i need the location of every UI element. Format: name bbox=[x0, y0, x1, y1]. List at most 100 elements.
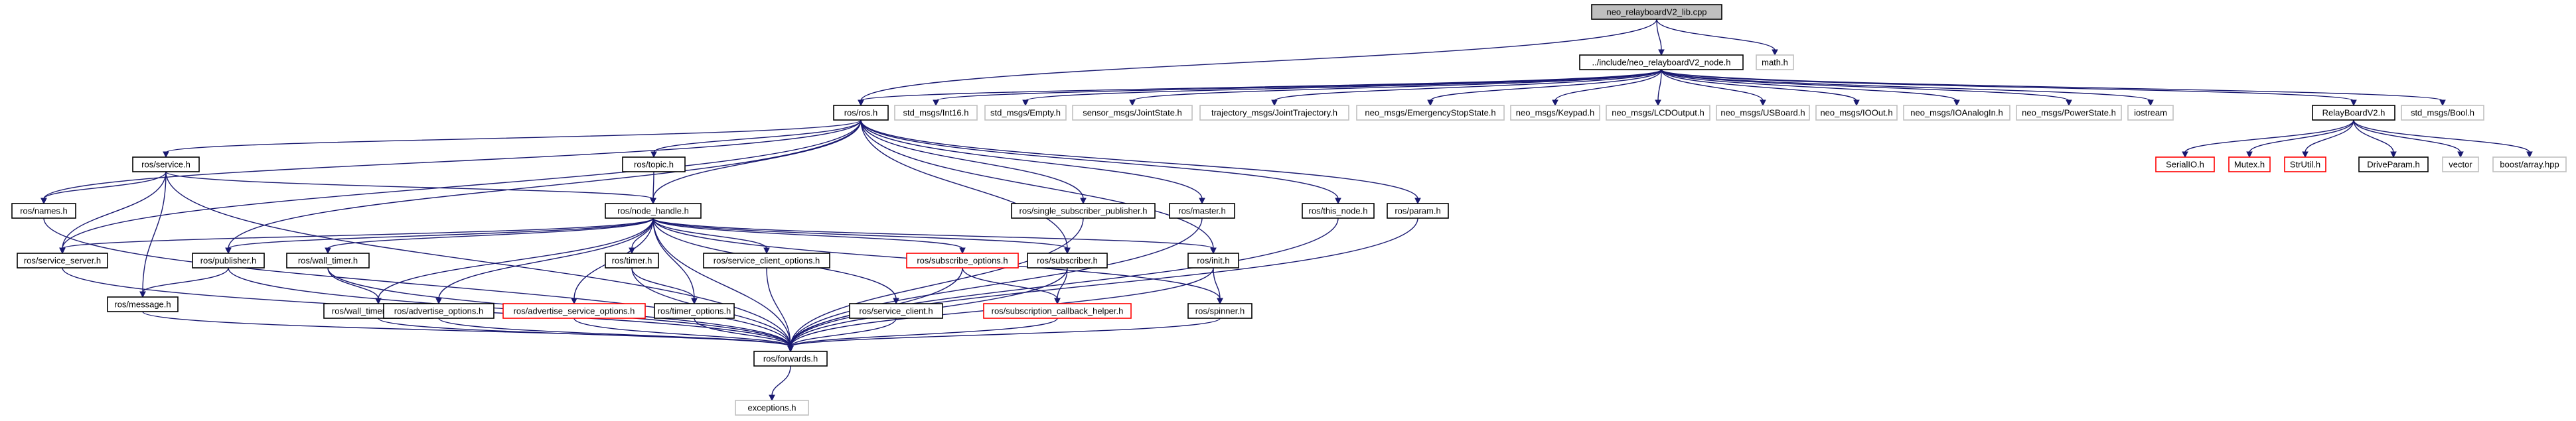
dependency-edge-ros-servserver bbox=[59, 119, 862, 255]
node-label: exceptions.h bbox=[748, 403, 796, 413]
node-box bbox=[1510, 105, 1600, 121]
node-label: ros/forwards.h bbox=[763, 354, 818, 364]
edge-arrowhead bbox=[2350, 99, 2357, 107]
node-master[interactable]: ros/master.h bbox=[1169, 203, 1235, 219]
edge-line bbox=[62, 217, 654, 249]
edge-line bbox=[165, 171, 654, 200]
node-servserver[interactable]: ros/service_server.h bbox=[17, 253, 108, 269]
node-exceptions: exceptions.h bbox=[735, 400, 809, 416]
node-relay_node[interactable]: ../include/neo_relayboardV2_node.h bbox=[1579, 54, 1744, 70]
dependency-edge-relay_node-powerstate bbox=[1661, 69, 2072, 107]
edge-line bbox=[62, 119, 862, 249]
dependency-edge-ros-service bbox=[163, 119, 862, 158]
node-box bbox=[1716, 105, 1810, 121]
node-box bbox=[132, 156, 200, 172]
node-label: math.h bbox=[1762, 58, 1788, 68]
node-serialio[interactable]: SerialIO.h bbox=[2155, 156, 2215, 172]
dependency-edge-relay_node-ioanalog bbox=[1661, 69, 1960, 107]
dependency-edge-nodehandle-publisher bbox=[225, 217, 654, 255]
edge-line bbox=[1661, 69, 2354, 101]
node-box bbox=[605, 203, 702, 219]
edge-line bbox=[1213, 267, 1221, 300]
node-subcb[interactable]: ros/subscription_callback_helper.h bbox=[983, 303, 1132, 319]
node-label: ros/subscription_callback_helper.h bbox=[992, 306, 1124, 316]
node-box bbox=[2401, 105, 2484, 121]
node-service[interactable]: ros/service.h bbox=[132, 156, 200, 172]
node-relayv2[interactable]: RelayBoardV2.h bbox=[2312, 105, 2395, 121]
dependency-edge-ros-ssp bbox=[860, 119, 1087, 205]
edge-arrowhead bbox=[59, 247, 66, 255]
node-servclient[interactable]: ros/service_client.h bbox=[849, 303, 943, 319]
node-box bbox=[703, 253, 830, 269]
dependency-edge-relayv2-driveparam bbox=[2353, 119, 2397, 158]
node-box bbox=[849, 303, 943, 319]
edge-line bbox=[573, 318, 791, 347]
node-box bbox=[1199, 105, 1349, 121]
node-mutex[interactable]: Mutex.h bbox=[2228, 156, 2271, 172]
edge-arrowhead bbox=[2182, 151, 2188, 158]
node-forwards[interactable]: ros/forwards.h bbox=[753, 351, 828, 367]
edge-arrowhead bbox=[2147, 99, 2154, 107]
node-label: ros/spinner.h bbox=[1195, 306, 1245, 316]
dependency-edge-spinner-forwards bbox=[787, 318, 1221, 353]
node-publisher[interactable]: ros/publisher.h bbox=[192, 253, 265, 269]
dependency-edge-nodehandle-walltimer bbox=[325, 217, 654, 255]
node-label: neo_msgs/EmergencyStopState.h bbox=[1365, 108, 1495, 118]
edge-arrowhead bbox=[325, 247, 331, 255]
node-timeropts[interactable]: ros/timer_options.h bbox=[654, 303, 735, 319]
node-label: ros/advertise_service_options.h bbox=[514, 306, 635, 316]
node-box bbox=[1011, 203, 1156, 219]
node-label: neo_msgs/USBoard.h bbox=[1720, 108, 1805, 118]
edge-layer bbox=[40, 19, 2533, 402]
node-names[interactable]: ros/names.h bbox=[11, 203, 76, 219]
dependency-edge-relay_node-iostream bbox=[1661, 69, 2154, 107]
dependency-edge-root-math bbox=[1656, 19, 1778, 56]
node-box bbox=[1302, 203, 1375, 219]
node-box bbox=[17, 253, 108, 269]
node-box bbox=[1591, 4, 1722, 20]
edge-line bbox=[766, 267, 791, 347]
edge-arrowhead bbox=[225, 247, 232, 255]
edge-line bbox=[1132, 69, 1662, 101]
node-scopts[interactable]: ros/service_client_options.h bbox=[703, 253, 830, 269]
node-init[interactable]: ros/init.h bbox=[1187, 253, 1239, 269]
node-subopts[interactable]: ros/subscribe_options.h bbox=[906, 253, 1019, 269]
node-subscriber[interactable]: ros/subscriber.h bbox=[1027, 253, 1108, 269]
edge-line bbox=[860, 119, 1203, 200]
node-ssp[interactable]: ros/single_subscriber_publisher.h bbox=[1011, 203, 1156, 219]
node-advsrvopts[interactable]: ros/advertise_service_options.h bbox=[502, 303, 646, 319]
node-label: ros/publisher.h bbox=[200, 256, 257, 266]
node-param[interactable]: ros/param.h bbox=[1387, 203, 1449, 219]
node-strutil[interactable]: StrUtil.h bbox=[2284, 156, 2326, 172]
edge-line bbox=[962, 267, 1058, 300]
node-driveparam[interactable]: DriveParam.h bbox=[2358, 156, 2429, 172]
node-label: ros/service_client.h bbox=[859, 306, 933, 316]
node-label: ros/node_handle.h bbox=[617, 206, 689, 216]
edge-line bbox=[165, 171, 791, 347]
dependency-edge-init-spinner bbox=[1213, 267, 1223, 305]
edge-arrowhead bbox=[1054, 298, 1061, 305]
node-nodehandle[interactable]: ros/node_handle.h bbox=[605, 203, 702, 219]
node-spinner[interactable]: ros/spinner.h bbox=[1187, 303, 1252, 319]
edge-line bbox=[1025, 69, 1662, 101]
node-timer[interactable]: ros/timer.h bbox=[605, 253, 659, 269]
node-topic[interactable]: ros/topic.h bbox=[622, 156, 686, 172]
dependency-edge-names-forwards bbox=[43, 217, 794, 353]
node-label: ros/ros.h bbox=[844, 108, 878, 118]
edge-arrowhead bbox=[769, 394, 775, 402]
edge-line bbox=[652, 217, 695, 300]
edge-arrowhead bbox=[650, 151, 657, 158]
node-label: std_msgs/Bool.h bbox=[2411, 108, 2474, 118]
dependency-edge-service-message bbox=[139, 171, 167, 298]
node-vector: vector bbox=[2442, 156, 2479, 172]
node-walltimer[interactable]: ros/wall_timer.h bbox=[286, 253, 370, 269]
dependency-edge-nodehandle-servserver bbox=[59, 217, 654, 255]
node-root[interactable]: neo_relayboardV2_lib.cpp bbox=[1591, 4, 1722, 20]
edge-arrowhead bbox=[1772, 49, 1778, 56]
node-advopts[interactable]: ros/advertise_options.h bbox=[383, 303, 494, 319]
node-label: ros/single_subscriber_publisher.h bbox=[1020, 206, 1148, 216]
node-thisnode[interactable]: ros/this_node.h bbox=[1302, 203, 1375, 219]
node-ros[interactable]: ros/ros.h bbox=[833, 105, 889, 121]
node-message[interactable]: ros/message.h bbox=[107, 296, 179, 312]
